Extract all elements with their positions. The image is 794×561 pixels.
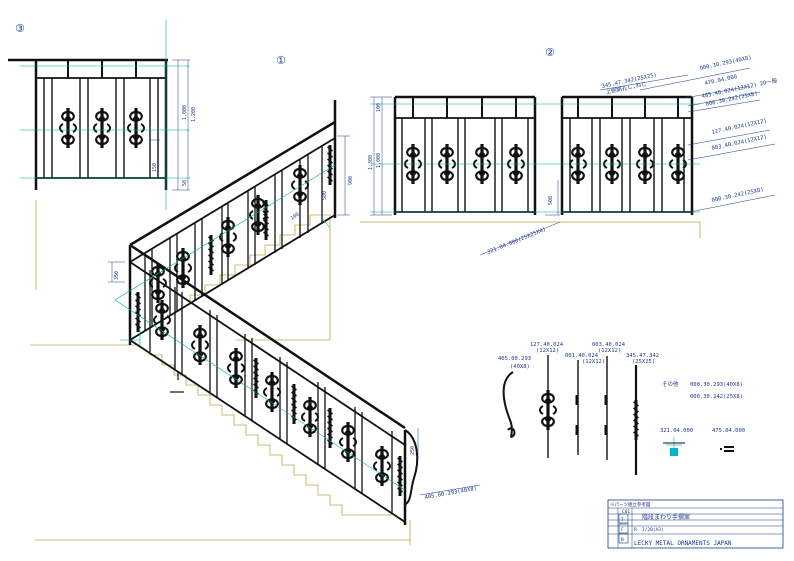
part-001-code: 001.40.024 — [565, 353, 599, 359]
view2-number: ② — [545, 46, 555, 59]
cap-475: 475.04.000 — [712, 428, 745, 434]
callout-003-40-024: 003.40.024(12X12) — [711, 134, 767, 152]
title-block-no: C01 — [622, 509, 630, 515]
part-127-code: 127.40.024 — [530, 342, 564, 348]
dim-stair-250: 250 — [410, 446, 416, 455]
other-part-1: 000.30.293(40X8) — [690, 382, 743, 388]
dim-v2-total: 1,300 — [368, 155, 374, 170]
callout-000-30-242-b: 000.30.242(25X8) — [711, 187, 764, 204]
dim-v2-mid: 1,000 — [376, 153, 382, 168]
dim-right-total: 1,200 — [191, 107, 197, 122]
callout-321-04-000: 321.04.000(25X25X4) — [487, 227, 548, 256]
callout-000-30-293: 000.30.293(40X8) — [699, 55, 752, 72]
part-405-size: (40X8) — [510, 364, 530, 370]
part-127-size: (12X12) — [536, 348, 559, 354]
callout-127-40-024: 127.40.024(12X12) — [711, 118, 767, 136]
cap-321: 321.04.000 — [660, 428, 693, 434]
title-block-frame — [607, 499, 784, 549]
other-part-2: 000.30.242(25X8) — [690, 394, 743, 400]
dim-v2-top: 100 — [376, 103, 382, 112]
title-block-r: R — [634, 527, 637, 533]
title-block-letter-t: T — [621, 517, 624, 523]
view3-number: ③ — [15, 22, 25, 35]
part-345-size: (25X25) — [632, 359, 655, 365]
title-block-name: 階段まわり手摺案 — [642, 513, 690, 521]
title-block-header: ※パーツ組立参考図 — [610, 501, 651, 508]
title-block-company: LECKY METAL ORNAMENTS JAPAN — [634, 540, 732, 547]
view1-stair — [30, 100, 481, 545]
other-parts-title: その他 — [662, 380, 679, 388]
part-003-size: (12X12) — [598, 348, 621, 354]
view2-elevation-right — [560, 95, 694, 215]
title-block-letter-f: F — [621, 527, 624, 533]
view1-number: ① — [276, 54, 286, 67]
title-block-scale: 1/20(A3) — [642, 527, 664, 533]
dim-stair-900: 900 — [348, 176, 354, 185]
dim-stair-350: 350 — [114, 271, 120, 280]
callout-405-00-293: 405.00.293(40X8) — [424, 486, 477, 501]
dim-stair-500: 500 — [322, 191, 328, 200]
title-block-letter-b: B — [621, 537, 624, 543]
part-003-code: 003.40.024 — [592, 342, 626, 348]
dim-stair-100: 100 — [290, 212, 301, 222]
parts-detail — [502, 355, 734, 475]
dim-v3-bottom: 50 — [182, 180, 188, 186]
view3-elevation — [8, 20, 190, 290]
title-block: ※パーツ組立参考図 C01 階段まわり手摺案 1/20(A3) LECKY ME… — [610, 501, 732, 547]
dim-v3-small: 150 — [152, 163, 158, 172]
part-001-size: (12X12) — [582, 359, 605, 365]
view2-elevation-left — [393, 95, 537, 215]
part-345-code: 345.47.342 — [626, 353, 659, 359]
dim-v2-base: 500 — [548, 196, 554, 205]
dim-top-post: 1,000 — [182, 105, 188, 120]
part-405-code: 405.00.293 — [498, 356, 531, 362]
view2-guides — [360, 67, 776, 256]
